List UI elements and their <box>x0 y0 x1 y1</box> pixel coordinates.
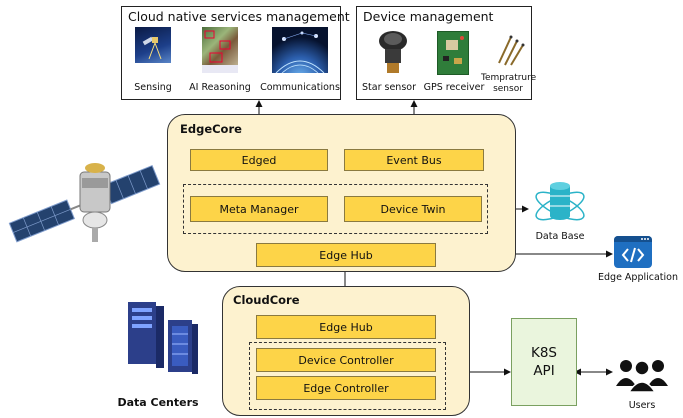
edged-module: Edged <box>190 149 328 171</box>
gps-receiver-label: GPS receiver <box>423 82 485 93</box>
ai-reasoning-label: AI Reasoning <box>189 82 251 93</box>
users-node <box>614 354 670 394</box>
api-label: API <box>533 363 555 379</box>
communications-image <box>272 27 328 73</box>
communications-label: Communications <box>260 82 340 93</box>
users-group-icon <box>616 360 668 393</box>
users-label: Users <box>628 400 656 411</box>
map-analysis-icon <box>202 30 238 73</box>
device-controller-module: Device Controller <box>256 348 436 372</box>
star-sensor-label: Star sensor <box>362 82 416 93</box>
server-rack-icon <box>128 302 198 374</box>
gps-receiver-image <box>437 31 469 75</box>
device-twin-module: Device Twin <box>344 196 482 222</box>
temperature-sensor-label: Tempratrure sensor <box>481 73 537 94</box>
device-management-title: Device management <box>363 9 494 24</box>
ai-reasoning-image <box>202 27 238 73</box>
code-window-icon <box>621 238 649 263</box>
network-globe-icon <box>275 31 325 73</box>
sensing-image <box>135 27 171 63</box>
edge-controller-module: Edge Controller <box>256 376 436 400</box>
k8s-label: K8S <box>530 345 557 361</box>
cloudcore-controller-group <box>249 342 446 410</box>
event-bus-module: Event Bus <box>344 149 484 171</box>
circuit-board-icon <box>443 36 464 64</box>
database-label: Data Base <box>535 231 585 242</box>
database-icon <box>535 182 585 221</box>
thermal-probe-icon <box>498 35 525 66</box>
edgecore-metadata-group <box>183 184 488 234</box>
sensing-label: Sensing <box>134 82 172 93</box>
star-sensor-icon <box>379 31 407 73</box>
edge-application-node <box>614 236 652 268</box>
temperature-sensor-image <box>495 33 525 67</box>
data-centers-node <box>118 296 208 382</box>
star-sensor-image <box>375 27 411 77</box>
window-titlebar <box>614 236 652 242</box>
cloud-services-panel: Cloud native services management Sensing… <box>121 6 350 100</box>
satellite-icon <box>8 163 161 243</box>
edge-hub-module: Edge Hub <box>256 243 436 267</box>
edgecore-title: EdgeCore <box>180 122 242 136</box>
satellite-illustration <box>4 150 162 250</box>
cloudcore-title: CloudCore <box>233 293 300 307</box>
data-centers-label: Data Centers <box>117 396 199 409</box>
device-management-panel: Device management Star sensor GPS receiv… <box>356 6 537 100</box>
satellite-sensing-icon <box>142 36 162 60</box>
meta-manager-module: Meta Manager <box>190 196 328 222</box>
database-node <box>528 178 588 230</box>
edge-application-label: Edge Application <box>598 272 679 283</box>
k8s-api-node: K8S API <box>511 318 577 406</box>
cloud-services-title: Cloud native services management <box>128 9 350 24</box>
cloud-edge-hub-module: Edge Hub <box>256 315 436 339</box>
